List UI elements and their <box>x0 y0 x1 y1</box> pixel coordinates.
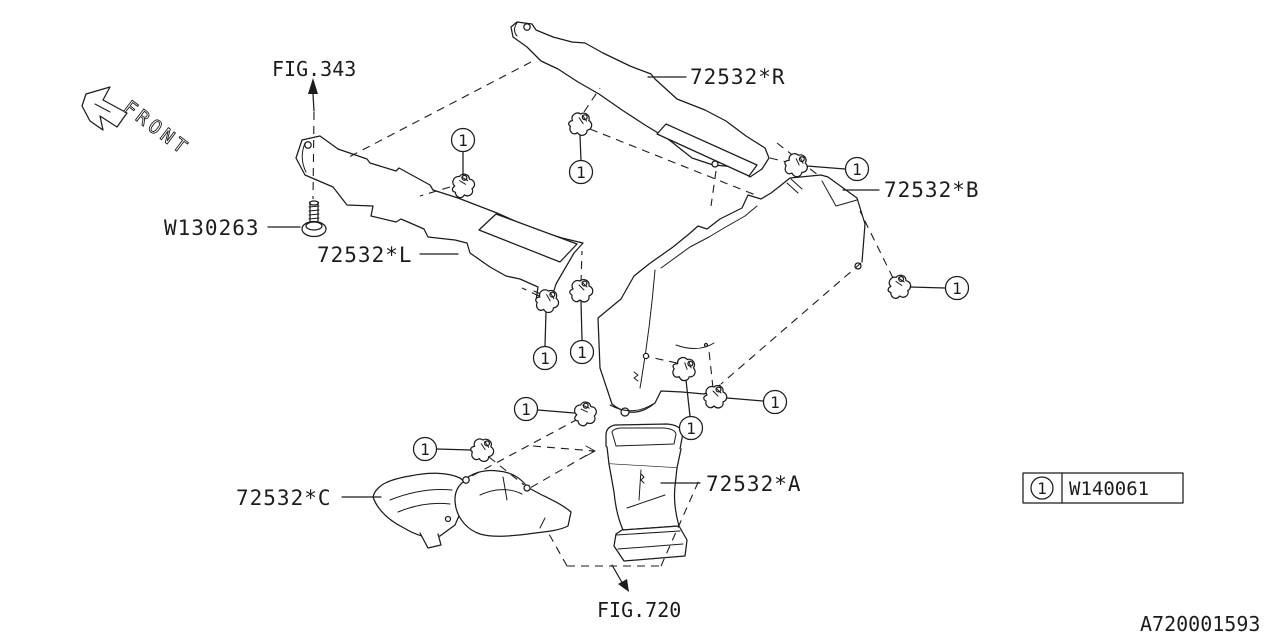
label-72532R: 72532*R <box>647 65 786 89</box>
callout-1: 1 <box>944 275 970 301</box>
part-label: 72532*L <box>317 243 413 267</box>
mount-hole <box>304 141 312 149</box>
label-fig720: FIG.720 <box>597 564 681 622</box>
part-label: 72532*A <box>706 472 802 496</box>
mount-hole <box>523 484 531 492</box>
label-72532A: 72532*A <box>660 472 802 496</box>
part-label: 72532*B <box>884 178 980 202</box>
duct-72532B-drawing <box>597 174 866 417</box>
mount-hole <box>711 160 719 168</box>
legend: 1 W140061 <box>1022 472 1184 504</box>
fig343-label: FIG.343 <box>272 57 356 81</box>
callout-1: 1 <box>844 156 870 182</box>
duct-72532L-drawing <box>295 135 584 308</box>
callout-1: 1 <box>762 389 788 415</box>
duct-pad <box>656 123 758 177</box>
legend-callout-number: 1 <box>1037 479 1047 498</box>
mount-hole <box>523 23 531 31</box>
callout-1: 1 <box>513 396 539 422</box>
label-W130263: W130263 <box>164 216 301 240</box>
part-label: 72532*R <box>690 65 786 89</box>
mount-hole <box>703 342 709 348</box>
callout-1: 1 <box>568 159 594 185</box>
callout-1: 1 <box>678 415 704 441</box>
duct-72532A-drawing <box>605 423 688 562</box>
callout-1: 1 <box>569 339 595 365</box>
callout-number: 1 <box>852 160 862 179</box>
callout-number: 1 <box>576 163 586 182</box>
callout-number: 1 <box>577 343 587 362</box>
callout-number: 1 <box>770 393 780 412</box>
diagram-id: A720001593 <box>1140 612 1260 636</box>
mount-hole <box>444 515 452 523</box>
assembly-dashed-lines <box>312 61 894 567</box>
mount-hole <box>642 352 650 360</box>
front-arrow-icon <box>81 86 128 131</box>
legend-part-number: W140061 <box>1069 478 1149 500</box>
callout-number: 1 <box>952 279 962 298</box>
callouts: 1 1 1 1 1 1 1 1 1 1 <box>412 110 970 464</box>
callout-number: 1 <box>686 419 696 438</box>
duct-foot <box>613 525 688 562</box>
legend-callout-circle <box>1030 476 1054 500</box>
label-72532L: 72532*L <box>317 243 459 267</box>
up-arrow-icon <box>308 78 318 94</box>
down-arrow-icon <box>618 579 629 592</box>
screw-W130263-drawing <box>301 200 327 238</box>
label-fig343: FIG.343 <box>272 57 356 112</box>
front-label: FRONT <box>119 96 194 160</box>
mount-hole <box>620 407 630 417</box>
label-72532C: 72532*C <box>236 486 382 510</box>
duct-72532R-drawing <box>510 21 770 178</box>
part-label: 72532*C <box>236 486 332 510</box>
callout-number: 1 <box>540 349 550 368</box>
duct-72532C-drawing <box>372 469 572 549</box>
callout-1: 1 <box>532 345 558 371</box>
part-label: W130263 <box>164 216 260 240</box>
callout-1: 1 <box>450 127 476 153</box>
fig720-label: FIG.720 <box>597 598 681 622</box>
callout-number: 1 <box>420 440 430 459</box>
callout-1: 1 <box>412 436 438 462</box>
mount-hole <box>462 476 470 484</box>
callout-number: 1 <box>521 400 531 419</box>
duct-pad <box>478 213 578 263</box>
callout-number: 1 <box>458 131 468 150</box>
front-direction-indicator: FRONT <box>81 86 194 161</box>
label-72532B: 72532*B <box>842 178 980 202</box>
